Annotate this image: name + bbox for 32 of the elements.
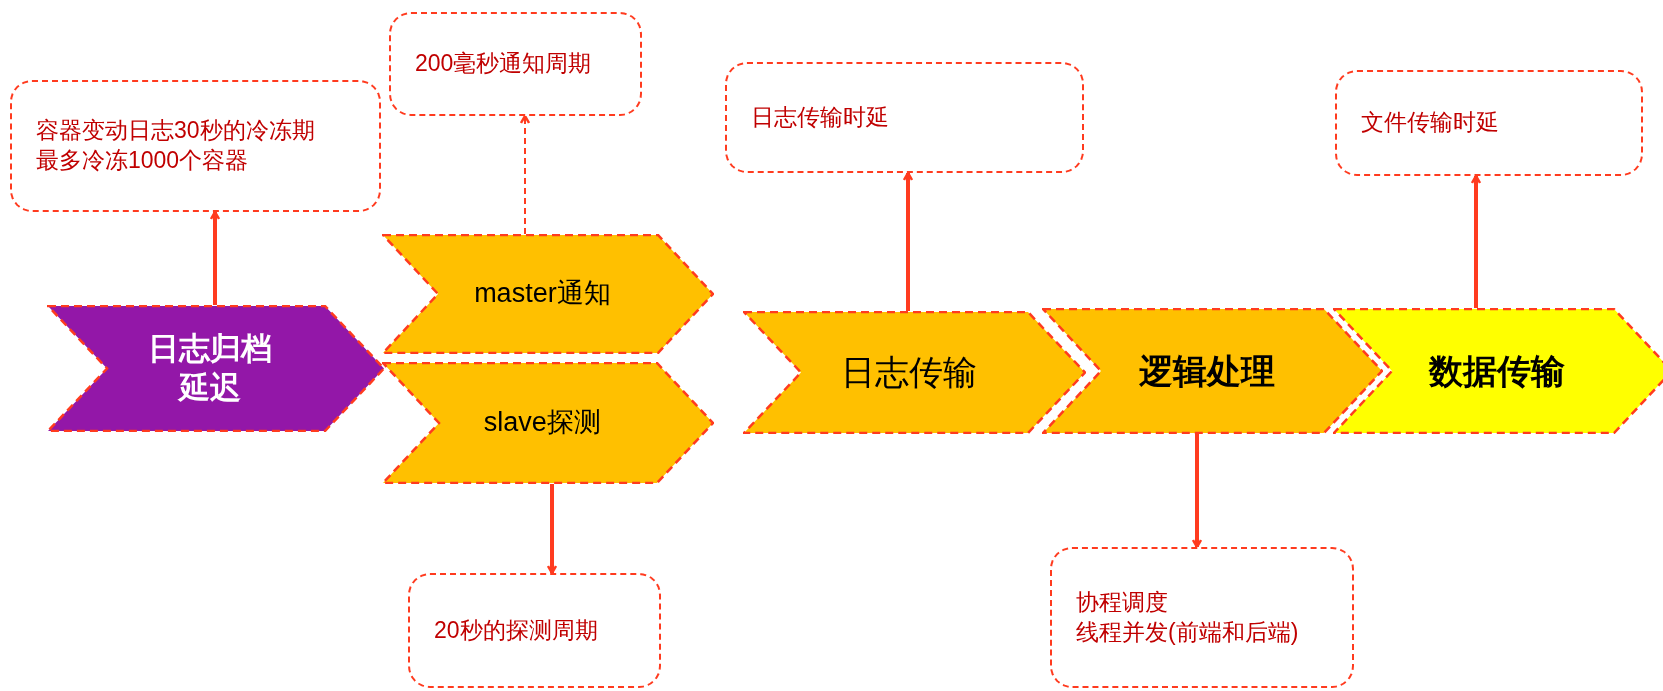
note-box <box>408 573 661 688</box>
note-text: 20秒的探测周期 <box>434 615 598 645</box>
note-box <box>10 80 381 212</box>
arrow <box>902 171 914 311</box>
chevron-step <box>743 311 1086 434</box>
step-label: 数据传输 <box>1429 350 1566 392</box>
note-text: 协程调度 <box>1076 587 1169 617</box>
chevron-step <box>47 305 385 432</box>
note-box <box>1335 70 1643 176</box>
chevron-step <box>1333 308 1663 434</box>
note-box <box>1050 547 1354 688</box>
note-box <box>725 62 1084 173</box>
chevron-step <box>382 362 714 484</box>
chevron-step <box>382 234 714 354</box>
step-label: 逻辑处理 <box>1138 350 1275 392</box>
note-box <box>389 12 642 116</box>
step-label: 日志传输 <box>840 352 977 394</box>
note-text: 日志传输时延 <box>751 102 889 132</box>
note-text: 容器变动日志30秒的冷冻期 <box>36 116 316 146</box>
note-text: 最多冷冻1000个容器 <box>36 146 250 175</box>
note-text: 文件传输时延 <box>1361 108 1500 138</box>
step-label: master通知 <box>474 277 611 311</box>
note-text: 线程并发(前端和后端) <box>1076 617 1300 647</box>
step-label: slave探测 <box>483 406 601 440</box>
step-label: 日志归档延迟 <box>147 329 273 407</box>
arrow <box>546 484 558 575</box>
arrow <box>519 114 531 235</box>
arrow <box>1191 434 1203 549</box>
arrow <box>1470 174 1482 308</box>
note-text: 200毫秒通知周期 <box>415 49 592 79</box>
arrow <box>209 210 221 305</box>
chevron-step <box>1042 308 1383 434</box>
